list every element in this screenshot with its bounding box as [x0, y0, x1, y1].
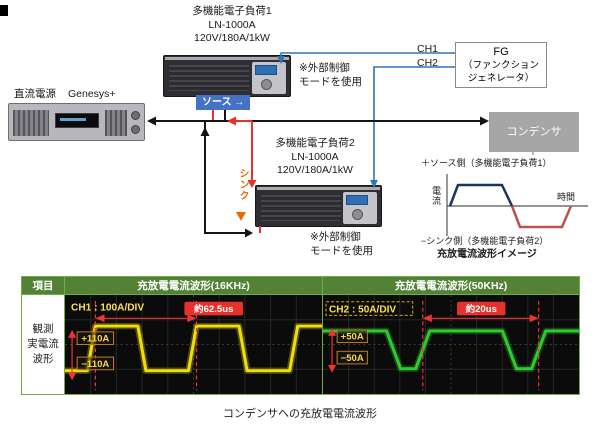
sink-arrow-icon [236, 212, 246, 221]
scope1-period-markers [94, 300, 198, 391]
source-direction-tag: ソース → [196, 95, 251, 110]
ext-note1-line1: ※外部制御 [299, 62, 350, 74]
scope2-amplitude-arrow [328, 328, 337, 373]
ext-control-note-1: ※外部制御 モードを使用 [299, 62, 362, 89]
dc-supply-label: 直流電源 Genesys+ [14, 88, 116, 102]
load2-spec: 120V/180A/1kW [277, 164, 353, 176]
oscilloscope-50khz: 約20us CH2 : 50A/DIV +50A −50A [323, 295, 579, 394]
genesys-vent-right [105, 110, 127, 136]
genesys-knob-2-icon [131, 125, 140, 134]
wave-axes [446, 174, 588, 236]
table-header-50khz: 充放電電流波形(50KHz) [322, 276, 580, 295]
scope-cell-50khz: 約20us CH2 : 50A/DIV +50A −50A [322, 294, 580, 395]
oscilloscope-16khz: 約62.5us CH1 : 100A/DIV +110A −110A [65, 295, 322, 394]
table-header-row: 項目 充放電電流波形(16KHz) 充放電電流波形(50KHz) [21, 276, 580, 295]
capacitor-box: コンデンサ [489, 112, 579, 152]
electronic-load-2 [255, 185, 382, 227]
scope2-period-label: 約20us [466, 303, 497, 314]
scope2-channel-readout: CH2 : 50A/DIV [329, 305, 397, 316]
load2-display [346, 195, 368, 205]
dc-bus-wire [147, 116, 489, 126]
load2-knob-icon [352, 209, 363, 220]
figure-caption: コンデンサへの充放電電流波形 [223, 408, 377, 420]
scope2-period-markers [422, 300, 540, 391]
dc-label: 直流電源 [14, 88, 56, 100]
scope2-neg-label: −50A [341, 352, 364, 363]
load1-model: LN-1000A [208, 18, 256, 31]
corner-mark [0, 5, 8, 16]
wave-axis-current: 電流 [431, 186, 441, 206]
load2-top-strip [257, 187, 380, 190]
function-generator-box: FG （ファンクション ジェネレータ） [455, 42, 547, 88]
scope2-pos-badge [336, 329, 368, 344]
scope-cell-16khz: 約62.5us CH1 : 100A/DIV +110A −110A [64, 294, 323, 395]
wave-source-note: ＋ソース側（多機能電子負荷1） [421, 158, 552, 168]
row-label-line1: 観測 [32, 323, 54, 335]
fg-sub2: ジェネレータ） [467, 73, 535, 84]
fg-title: FG [493, 46, 509, 58]
dc-power-supply [8, 103, 145, 141]
ch2-label: CH2 [417, 57, 439, 69]
load1-top-strip [165, 57, 289, 60]
load2-model: LN-1000A [291, 150, 339, 163]
wave-axis-time: 時間 [557, 192, 576, 202]
scope1-neg-label: −110A [81, 358, 109, 369]
ext-note2-line1: ※外部制御 [310, 231, 361, 243]
genesys-display [55, 113, 99, 128]
load2-vent-grille [261, 195, 341, 221]
ext-control-note-2: ※外部制御 モードを使用 [310, 231, 373, 258]
wave-sink-note: −シンク側（多機能電子負荷2） [421, 236, 549, 246]
source-current-curve [448, 183, 514, 207]
observation-table: 項目 充放電電流波形(16KHz) 充放電電流波形(50KHz) 観測 実電流 … [21, 276, 580, 395]
load1-title: 多機能電子負荷1 [192, 5, 272, 17]
sink-label: シンク [237, 168, 248, 201]
scope2-pos-label: +50A [341, 331, 364, 342]
scope1-amplitude-arrow [68, 329, 77, 381]
genesys-knob-1-icon [131, 111, 140, 120]
sink-current-curve [510, 205, 573, 229]
scope1-period-badge [184, 301, 244, 316]
scope1-neg-badge [76, 356, 115, 371]
waveform-illustration [446, 174, 588, 236]
ch1-label: CH1 [417, 43, 439, 55]
load1-front-panel [252, 62, 286, 94]
ext-note1-line2: モードを使用 [299, 75, 362, 88]
load1-label: 多機能電子負荷1 LN-1000A 120V/180A/1kW [157, 5, 307, 46]
table-body-row: 観測 実電流 波形 [21, 294, 580, 395]
genesys-vent-left [13, 110, 49, 136]
ext-note2-line2: モードを使用 [310, 244, 373, 257]
load1-vent-grille [169, 65, 249, 91]
scope2-period-badge [457, 301, 506, 316]
scope1-pos-badge [76, 331, 115, 345]
table-row-label: 観測 実電流 波形 [21, 294, 65, 395]
scope2-center-lines [323, 295, 579, 394]
load2-label: 多機能電子負荷2 LN-1000A 120V/180A/1kW [245, 137, 385, 178]
load2-front-panel [343, 192, 377, 224]
row-label-line3: 波形 [32, 353, 54, 365]
scope1-channel-readout: CH1 : 100A/DIV [71, 303, 144, 314]
fg-sub1: （ファンクション [462, 60, 539, 71]
load1-display [255, 65, 277, 75]
wave-image-caption: 充放電流波形イメージ [437, 249, 537, 260]
load1-knob-icon [261, 79, 272, 90]
electronic-load-1 [163, 55, 291, 97]
scope1-pos-label: +110A [81, 333, 109, 344]
table-header-16khz: 充放電電流波形(16KHz) [64, 276, 323, 295]
load2-title: 多機能電子負荷2 [275, 137, 355, 149]
scope2-neg-badge [336, 350, 368, 365]
dc-model: Genesys+ [68, 88, 116, 100]
scope1-period-label: 約62.5us [194, 303, 233, 314]
load1-spec: 120V/180A/1kW [194, 32, 270, 44]
row-label-line2: 実電流 [27, 338, 59, 350]
table-header-item: 項目 [21, 276, 65, 295]
